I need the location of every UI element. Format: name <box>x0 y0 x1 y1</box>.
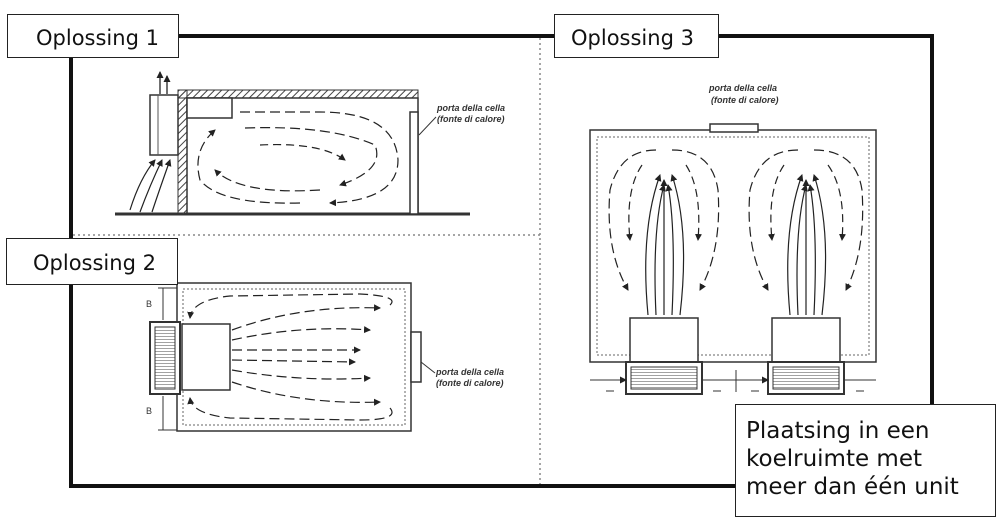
placement-note: Plaatsing in een koelruimte met meer dan… <box>735 404 996 517</box>
door-label-3-line1: porta della cella <box>708 83 777 93</box>
evaporator-unit-2 <box>181 323 231 391</box>
placement-note-line2: koelruimte met <box>746 446 922 472</box>
solution3-diagram: porta della cella (fonte di calore) <box>589 83 877 395</box>
solution3-label: Oplossing 3 <box>554 14 719 58</box>
door-label-2-line2: (fonte di calore) <box>436 378 504 388</box>
dimension-mark-top: B <box>146 299 152 309</box>
solution3-label-text: Oplossing 3 <box>571 26 694 50</box>
door-label-1-line1: porta della cella <box>436 103 505 113</box>
cell-door <box>409 111 419 215</box>
door-label-1-line2: (fonte di calore) <box>437 114 505 124</box>
cell-door-3 <box>709 123 759 133</box>
placement-note-line3: meer dan één unit <box>746 474 959 500</box>
condensing-unit <box>149 94 179 156</box>
cell-roof <box>177 89 419 99</box>
placement-note-line1: Plaatsing in een <box>746 418 930 444</box>
evaporator-unit-3b <box>771 317 841 363</box>
solution2-label-text: Oplossing 2 <box>33 251 156 275</box>
cell-inner-3 <box>596 136 870 356</box>
solution1-diagram: porta della cella (fonte di calore) <box>115 71 505 216</box>
evaporator-unit <box>186 97 233 119</box>
solution1-label: Oplossing 1 <box>7 14 179 58</box>
evaporator-unit-3a <box>629 317 699 363</box>
door-label-3-line2: (fonte di calore) <box>711 95 779 105</box>
solution2-label: Oplossing 2 <box>6 238 178 285</box>
cell-wall <box>177 89 188 215</box>
dimension-mark-bottom: B <box>146 406 152 416</box>
solution1-label-text: Oplossing 1 <box>36 26 159 50</box>
solution2-diagram: B B porta della cella (fonte di calore) <box>146 282 504 432</box>
door-label-2-line1: porta della cella <box>435 367 504 377</box>
cell-door-2 <box>410 331 422 383</box>
